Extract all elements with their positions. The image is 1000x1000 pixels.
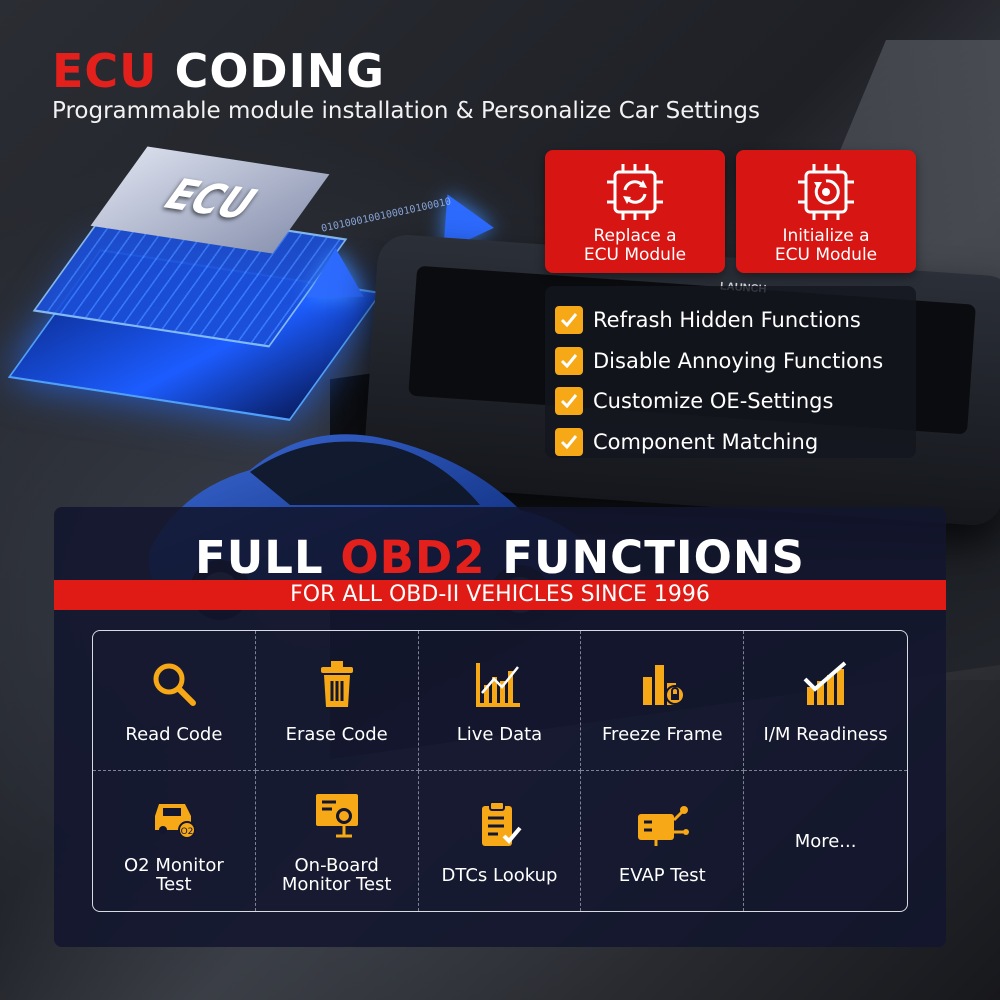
feature-label: Component Matching [593,429,819,454]
magnifier-icon [149,657,199,711]
page-subtitle: Programmable module installation & Perso… [52,98,761,124]
checkmark-icon [555,427,583,456]
checkmark-icon [555,346,583,375]
checkmark-icon [555,306,583,335]
function-freeze-frame[interactable]: Freeze Frame [581,631,745,771]
obd2-title: FULL OBD2 FUNCTIONS [54,531,946,584]
function-label: I/M Readiness [763,724,888,745]
trash-icon [317,657,357,711]
o2-monitor-car-icon: O2 [149,788,199,842]
function-dtcs-lookup[interactable]: DTCs Lookup [419,771,582,911]
svg-text:O2: O2 [180,827,193,837]
function-erase-code[interactable]: Erase Code [255,631,419,771]
replace-ecu-icon [601,162,669,227]
function-label: More... [794,830,857,852]
feature-item: Customize OE-Settings [555,381,906,422]
obd2-banner: FOR ALL OBD-II VEHICLES SINCE 1996 [54,580,946,610]
function-label: Live Data [456,724,543,745]
function-im-readiness[interactable]: I/M Readiness [744,631,907,771]
function-grid: Read Code Erase Code Live Data Freeze Fr… [92,630,908,912]
live-data-chart-icon [474,657,524,711]
obd2-title-word-a: FULL [195,531,324,584]
function-label: DTCs Lookup [441,864,558,886]
function-label: Read Code [125,724,223,745]
title-red-word: ECU [52,44,158,98]
obd2-title-word-b: FUNCTIONS [502,531,805,584]
feature-label: Refrash Hidden Functions [593,308,861,333]
function-read-code[interactable]: Read Code [93,631,256,771]
feature-item: Component Matching [555,422,906,463]
function-label: EVAP Test [618,864,706,886]
function-live-data[interactable]: Live Data [418,631,582,771]
evap-icon [634,798,690,852]
page-title: ECU CODING [52,44,385,98]
onboard-monitor-icon [312,788,362,842]
feature-checklist: Refrash Hidden Functions Disable Annoyin… [545,286,916,458]
function-more[interactable]: More... [744,771,907,911]
feature-item: Refrash Hidden Functions [555,300,906,341]
readiness-check-icon [801,657,851,711]
function-label: Freeze Frame [602,724,723,745]
freeze-frame-icon [637,657,687,711]
clipboard-check-icon [474,798,524,852]
function-label: Erase Code [285,724,388,745]
feature-item: Disable Annoying Functions [555,341,906,382]
function-evap-test[interactable]: EVAP Test [581,771,745,911]
feature-label: Disable Annoying Functions [593,348,884,373]
checkmark-icon [555,387,583,416]
obd2-functions-panel: FULL OBD2 FUNCTIONS FOR ALL OBD-II VEHIC… [54,507,946,947]
initialize-ecu-icon [792,162,860,227]
feature-label: Customize OE-Settings [593,389,834,414]
obd2-title-red-word: OBD2 [340,531,486,584]
title-white-word: CODING [174,44,385,98]
